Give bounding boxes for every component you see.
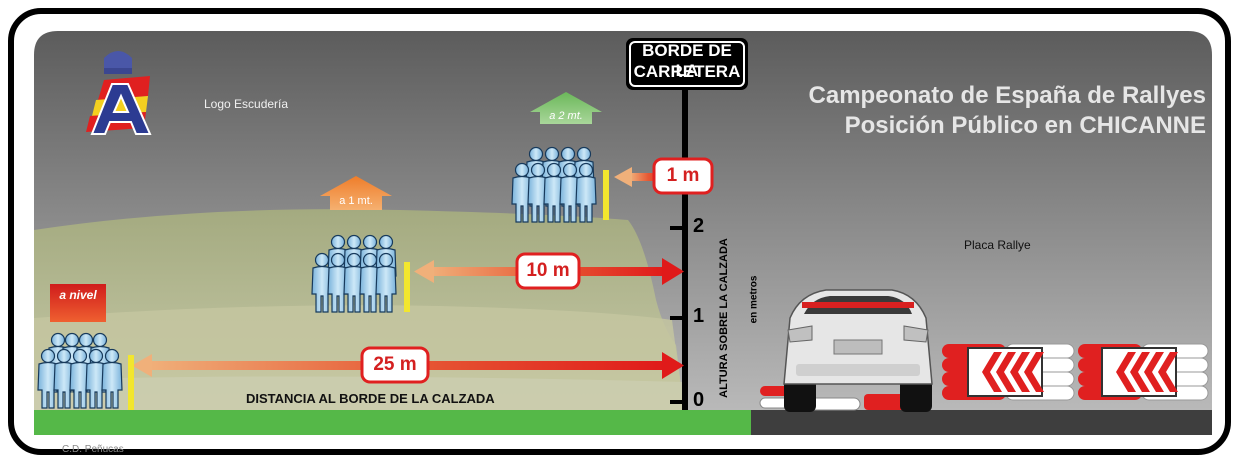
placa-rallye-placeholder: Placa Rallye [964, 238, 1031, 252]
federation-logo [86, 51, 152, 135]
chevron-barrier-icon [1101, 347, 1178, 397]
ground-distance-label: DISTANCIA AL BORDE DE LA CALZADA [246, 391, 495, 406]
distance-label-25m: 25 m [373, 354, 417, 375]
embankment-lower [34, 376, 684, 410]
road-edge-label-line2: CARRETERA [633, 62, 741, 81]
tick-1 [670, 316, 682, 320]
ground-edge [34, 435, 1212, 439]
scale-label-0: 0 [693, 389, 705, 411]
scale-label-1: 1 [693, 305, 705, 327]
distance-label-10m: 10 m [526, 260, 570, 281]
badge-a-1mt [320, 176, 392, 210]
arrow-1m [614, 167, 666, 187]
height-axis-unit: en metros [748, 275, 760, 324]
road-edge-line [682, 80, 688, 410]
label-25m-box [360, 346, 430, 384]
chevron-barrier-icon [967, 347, 1044, 397]
badge-label-a-2mt: a 2 mt. [549, 110, 583, 122]
road-edge-label-box [626, 38, 748, 90]
distance-label-1m: 1 m [666, 165, 700, 186]
scale-label-2: 2 [693, 215, 705, 237]
credit-text: C.D. Peñucas [62, 444, 124, 455]
tick-0 [670, 400, 682, 404]
badge-label-a-nivel: a nivel [59, 288, 97, 302]
road-asphalt [751, 410, 1212, 435]
rally-car [783, 289, 933, 412]
badge-a-2mt [530, 92, 602, 124]
grass-strip [34, 410, 751, 435]
barrier-post-0 [128, 355, 134, 410]
barrier-post-2 [603, 170, 609, 220]
label-1m-box [652, 157, 714, 195]
road-edge-label-line1: BORDE DE LA [642, 41, 732, 80]
badge-a-nivel [50, 284, 106, 322]
title-line-2: Posición Público en CHICANNE [844, 112, 1206, 139]
label-10m-box [515, 252, 581, 290]
tick-2 [670, 226, 682, 230]
title-line-1: Campeonato de España de Rallyes [808, 82, 1206, 109]
height-axis-title: ALTURA SOBRE LA CALZADA [718, 238, 730, 398]
logo-escuderia-placeholder: Logo Escudería [204, 97, 289, 111]
barrier-post-1 [404, 262, 410, 312]
badge-label-a-1mt: a 1 mt. [339, 195, 373, 207]
